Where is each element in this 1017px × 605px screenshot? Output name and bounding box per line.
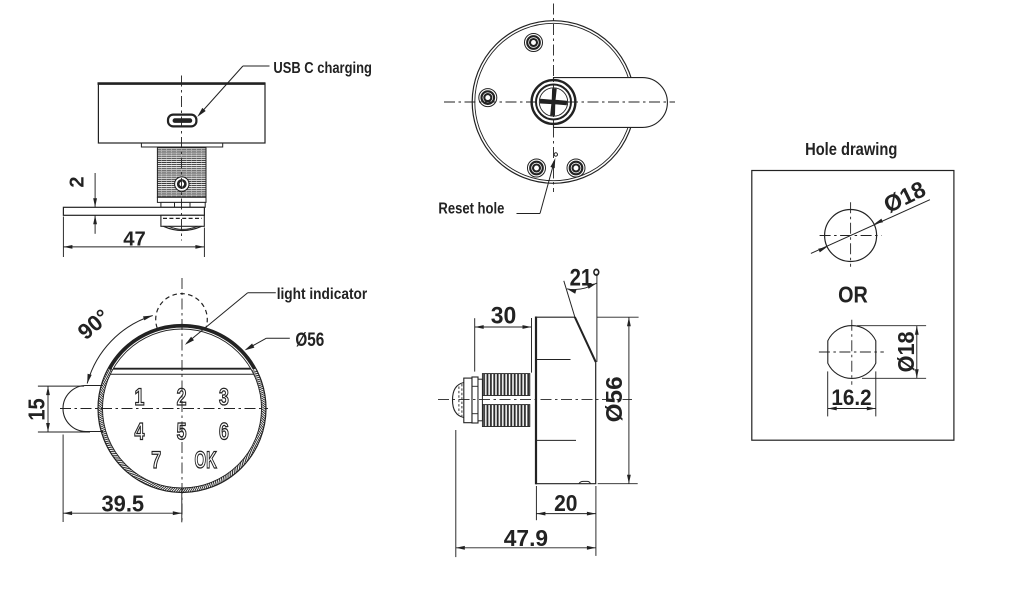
svg-text:Ø56: Ø56: [601, 376, 627, 422]
svg-text:OR: OR: [838, 282, 868, 308]
svg-text:2: 2: [177, 385, 187, 411]
svg-text:16.2: 16.2: [831, 385, 871, 410]
svg-text:39.5: 39.5: [101, 490, 144, 516]
svg-text:4: 4: [135, 419, 145, 445]
svg-text:6: 6: [219, 419, 229, 445]
svg-text:Reset hole: Reset hole: [438, 201, 504, 218]
svg-text:30: 30: [491, 303, 517, 330]
svg-text:Hole drawing: Hole drawing: [805, 139, 897, 159]
svg-text:20: 20: [554, 490, 577, 516]
svg-text:3: 3: [219, 385, 229, 411]
svg-text:47.9: 47.9: [504, 525, 548, 551]
svg-text:OK: OK: [195, 447, 218, 473]
svg-text:15: 15: [24, 398, 50, 420]
svg-text:USB C charging: USB C charging: [273, 60, 372, 77]
svg-text:1: 1: [135, 385, 145, 411]
svg-text:21°: 21°: [570, 265, 601, 292]
svg-text:2: 2: [67, 176, 89, 187]
svg-text:7: 7: [151, 447, 161, 473]
svg-text:light indicator: light indicator: [277, 286, 368, 303]
svg-text:47: 47: [123, 228, 146, 251]
svg-text:Ø18: Ø18: [893, 331, 919, 372]
svg-text:Ø56: Ø56: [295, 329, 324, 351]
